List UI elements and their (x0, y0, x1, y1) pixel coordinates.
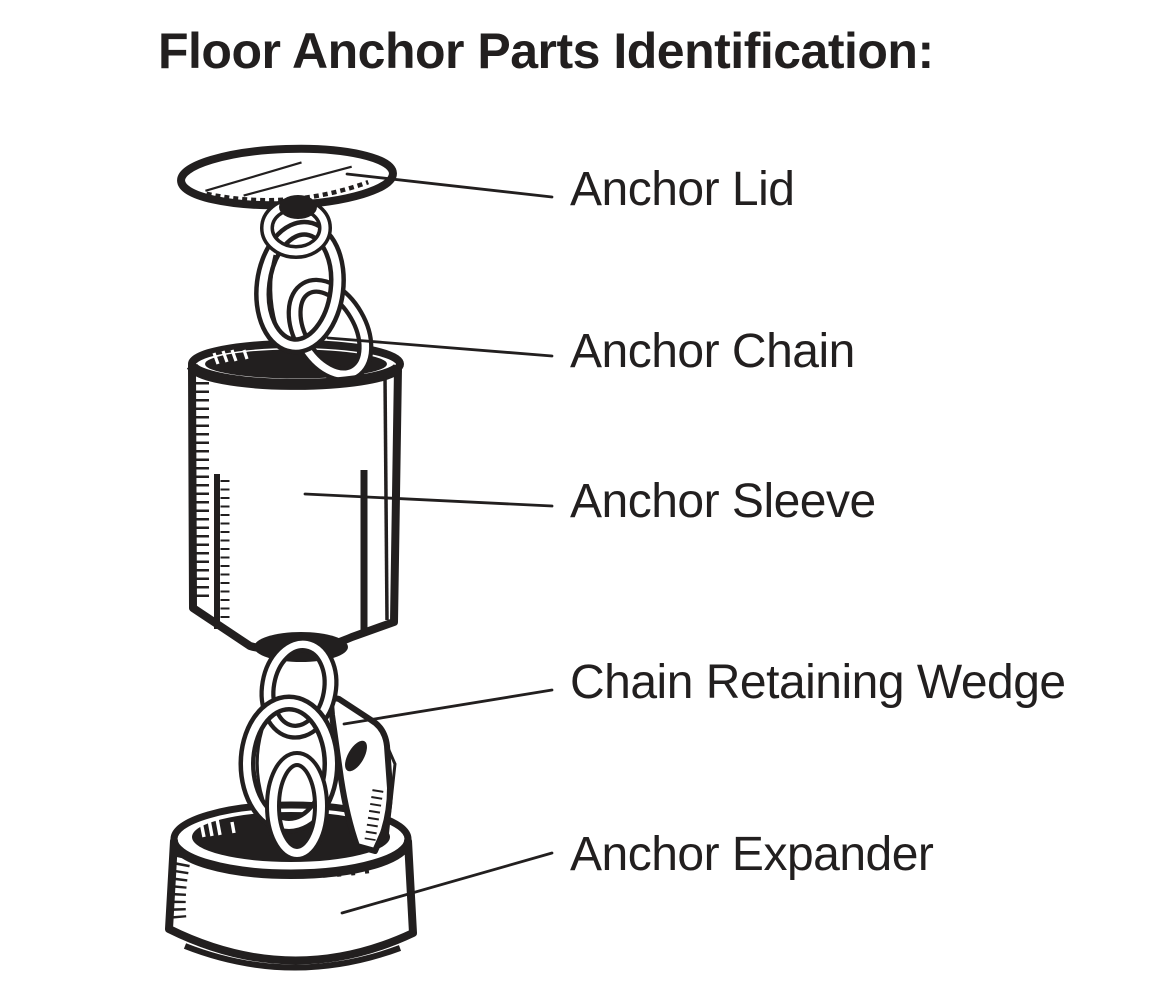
lid-surface-line-2 (243, 165, 352, 197)
chain-retaining-wedge-drawing (328, 695, 397, 854)
label-chain-retaining-wedge: Chain Retaining Wedge (570, 656, 1066, 709)
leader-line-chain-retaining-wedge (342, 688, 554, 726)
page-title: Floor Anchor Parts Identification: (158, 23, 934, 79)
lid-surface-line-1 (205, 161, 302, 192)
leader-line-anchor-lid (345, 172, 554, 199)
expander-interior (192, 812, 390, 862)
lower-chain-shading (255, 729, 265, 801)
leader-line-anchor-expander (340, 851, 554, 915)
wedge-thickness-edge (385, 747, 397, 839)
lid-stud (279, 195, 317, 219)
expander-stipple-row (211, 864, 373, 879)
anchor-chain-lower-drawing (238, 636, 340, 861)
anchor-expander-front-drawing (165, 837, 417, 971)
wedge-hole (345, 740, 367, 772)
leader-line-anchor-chain (326, 336, 554, 358)
lower-chain-link-front-body (269, 755, 325, 857)
label-anchor-sleeve: Anchor Sleeve (570, 475, 876, 528)
expander-bottom-shadow (183, 943, 402, 971)
leader-line-anchor-sleeve (303, 492, 554, 508)
wedge-hatching (364, 789, 384, 841)
upper-chain-shading (269, 254, 278, 326)
leader-lines (303, 172, 554, 915)
lower-chain-link-top-body (263, 640, 335, 736)
anchor-chain-upper-drawing (254, 195, 374, 383)
sleeve-front-rim (186, 363, 402, 390)
expander-interior-glints (199, 818, 236, 838)
label-anchor-chain: Anchor Chain (570, 325, 855, 378)
anchor-sleeve-body-drawing (186, 362, 402, 662)
upper-chain-link-front-body (258, 224, 342, 350)
label-anchor-expander: Anchor Expander (570, 828, 934, 881)
lower-chain-ring-body (243, 699, 335, 829)
wedge-plate (328, 695, 393, 854)
expander-front-wall (165, 837, 417, 965)
sleeve-interior-glints (212, 349, 249, 365)
label-anchor-lid: Anchor Lid (570, 163, 795, 216)
